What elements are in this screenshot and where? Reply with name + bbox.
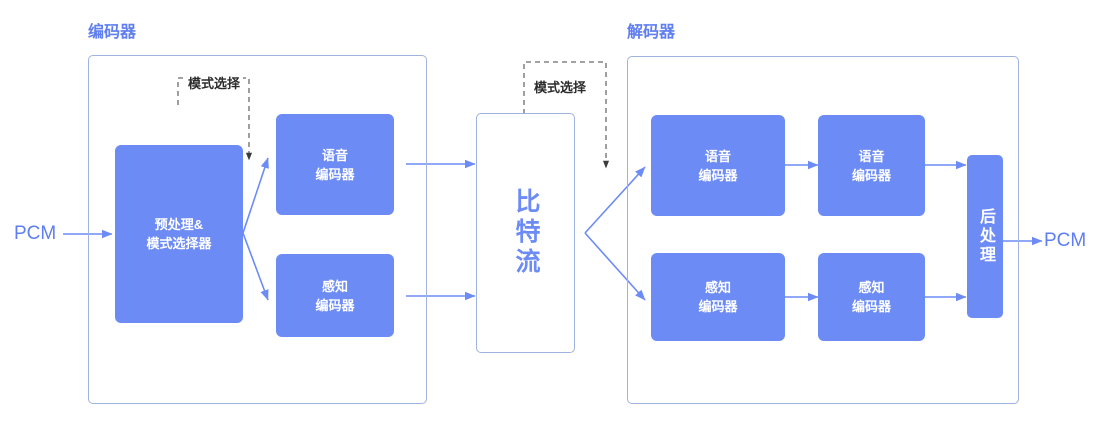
mode-select-label-left: 模式选择 xyxy=(185,76,244,91)
pcm-input-label: PCM xyxy=(14,223,57,244)
arrow-preproc-to-speech xyxy=(242,157,269,234)
postprocess-block[interactable]: 后处理 xyxy=(967,155,1003,318)
perceptual-encoder-block[interactable]: 感知 编码器 xyxy=(276,254,394,337)
decoder-group-title: 解码器 xyxy=(627,24,676,41)
decoder-perceptual-block-2[interactable]: 感知 编码器 xyxy=(818,253,925,341)
encoder-group-title: 编码器 xyxy=(88,24,137,41)
bitstream-label: 比特流 xyxy=(512,188,540,278)
mode-select-label-right: 模式选择 xyxy=(531,80,590,95)
decoder-speech-block-1[interactable]: 语音 编码器 xyxy=(651,115,785,216)
bitstream-block[interactable]: 比特流 xyxy=(476,113,575,353)
encoder-container xyxy=(88,55,427,404)
arrow-bitstream-to-perceptual-dec xyxy=(584,232,646,301)
preprocessor-block[interactable]: 预处理& 模式选择器 xyxy=(115,145,243,323)
arrow-preproc-to-perceptual xyxy=(242,232,269,301)
decoder-perceptual-block-1[interactable]: 感知 编码器 xyxy=(651,253,785,341)
pcm-output-label: PCM xyxy=(1044,230,1087,251)
arrow-bitstream-to-speech-dec xyxy=(584,166,646,234)
speech-encoder-block[interactable]: 语音 编码器 xyxy=(276,114,394,215)
decoder-container xyxy=(627,56,1019,404)
dashed-mode-select-right xyxy=(523,61,610,169)
postprocess-label: 后处理 xyxy=(977,208,994,265)
dashed-mode-select-left xyxy=(177,77,253,161)
decoder-speech-block-2[interactable]: 语音 编码器 xyxy=(818,115,925,216)
